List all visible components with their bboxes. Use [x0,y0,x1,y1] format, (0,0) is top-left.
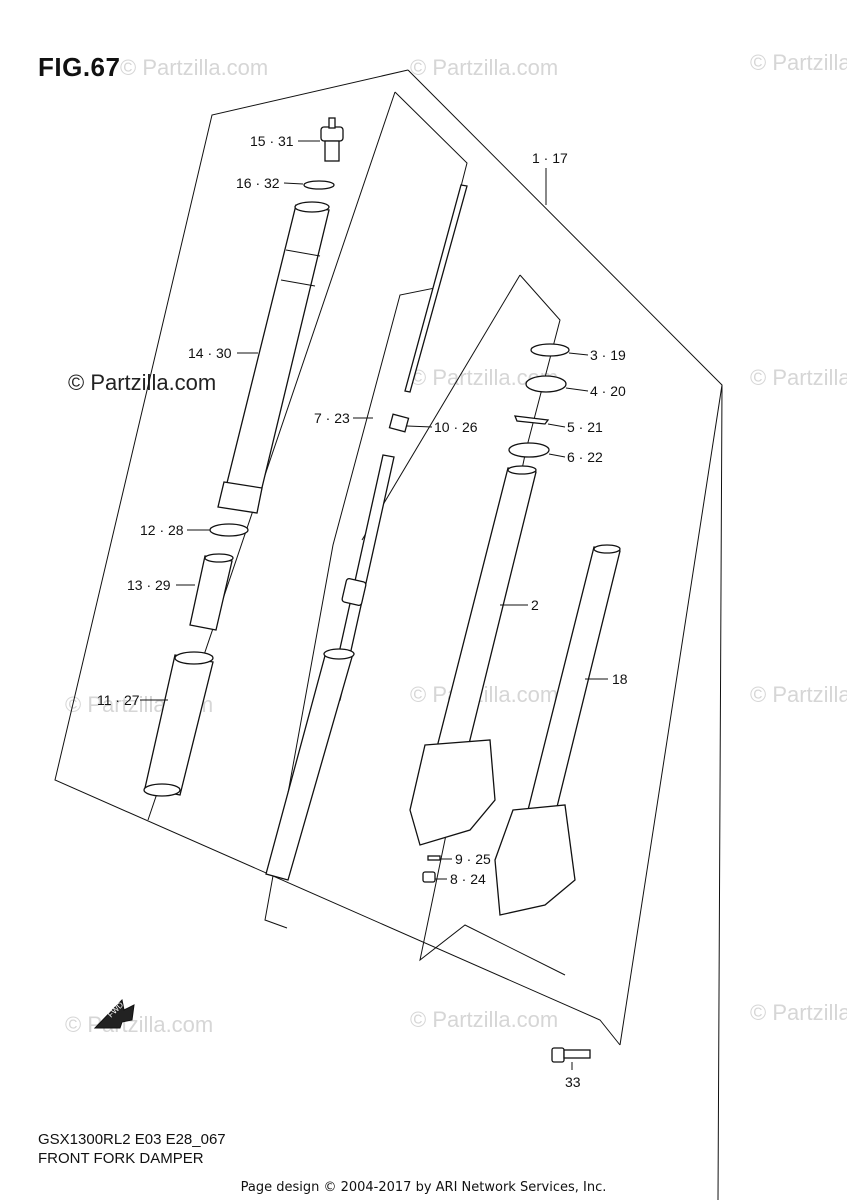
model-code: GSX1300RL2 E03 E28_067 [38,1131,226,1148]
watermark: © Partzilla.com [410,682,558,707]
damper-rod-part [265,184,468,881]
callout-labels: 15 · 31 16 · 32 1 · 17 14 · 30 3 · 19 4 … [97,133,628,1090]
callout-2: 2 [531,597,539,613]
oil-seal-part [525,375,567,393]
watermark: © Partzilla.com [65,1012,213,1037]
spring-small-part [427,855,441,861]
callout-5-21: 5 · 21 [567,419,603,435]
watermark: © Partzilla.com [750,682,847,707]
callout-6-22: 6 · 22 [567,449,603,465]
retainer-part [513,415,550,425]
fork-cap-bolt-part [320,117,344,162]
o-ring-part [303,180,335,190]
stopper-ring-part [530,343,570,357]
watermark: © Partzilla.com [750,50,847,75]
outer-tube-part [217,201,330,514]
watermark-layer: © Partzilla.com © Partzilla.com © Partzi… [65,50,847,1037]
assembly-outline-left [54,69,621,1046]
watermark: © Partzilla.com [120,55,268,80]
bolt-small-part [422,871,436,883]
damper-group-outline [264,91,468,929]
spacer-part [189,553,234,631]
page-footer: Page design © 2004-2017 by ARI Network S… [240,1180,607,1195]
spring-part [143,651,214,797]
watermark-dark: © Partzilla.com [68,370,216,395]
callout-33: 33 [565,1074,581,1090]
callout-1-17: 1 · 17 [532,150,568,166]
watermark: © Partzilla.com [750,365,847,390]
callout-18: 18 [612,671,628,687]
leader-lines [140,140,608,1070]
ring-part [209,523,249,537]
callout-3-19: 3 · 19 [590,347,626,363]
axle-bolt-part [551,1047,591,1063]
section-title: FRONT FORK DAMPER [38,1150,204,1167]
watermark: © Partzilla.com [750,1000,847,1025]
dust-seal-part [508,442,550,458]
inner-tube-right-part [494,544,621,916]
callout-14-30: 14 · 30 [188,345,232,361]
callout-8-24: 8 · 24 [450,871,486,887]
figure-title: FIG.67 [38,52,121,82]
assembly-outline-right [619,384,723,1046]
fork-group-outline-2 [361,274,521,541]
callout-10-26: 10 · 26 [434,419,478,435]
callout-11-27: 11 · 27 [97,692,140,708]
callout-13-29: 13 · 29 [127,577,171,593]
callout-16-32: 16 · 32 [236,175,280,191]
callout-12-28: 12 · 28 [140,522,184,538]
callout-9-25: 9 · 25 [455,851,491,867]
watermark: © Partzilla.com [410,55,558,80]
watermark: © Partzilla.com [410,1007,558,1032]
callout-15-31: 15 · 31 [250,133,294,149]
inner-tube-left-part [409,465,537,846]
callout-7-23: 7 · 23 [314,410,350,426]
callout-4-20: 4 · 20 [590,383,626,399]
